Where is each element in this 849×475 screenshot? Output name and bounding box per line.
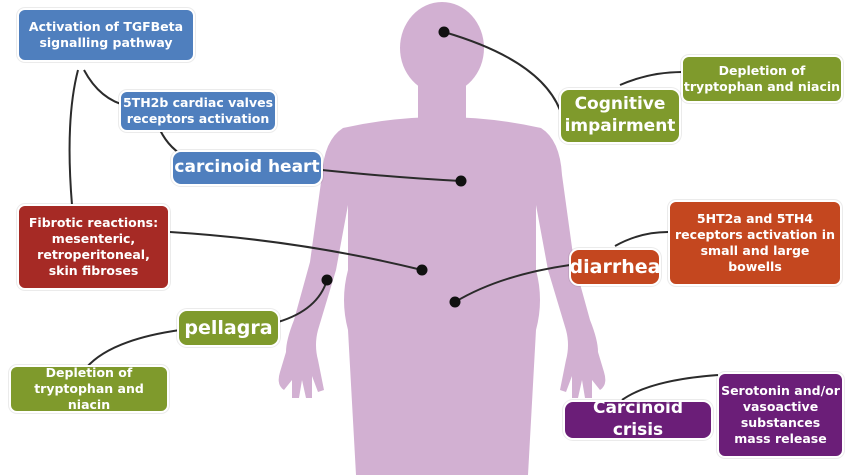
label-gut-receptors: 5HT2a and 5TH4 receptors activation in s… xyxy=(668,200,842,286)
dot-head xyxy=(439,27,450,38)
dot-heart xyxy=(456,176,467,187)
connector-fibrotic-tgf xyxy=(70,70,78,205)
label-carcinoid-heart: carcinoid heart xyxy=(171,150,323,186)
label-tgfbeta-activation: Activation of TGFBeta signalling pathway xyxy=(17,8,195,62)
label-depletion-left: Depletion of tryptophan and niacin xyxy=(9,365,169,413)
label-carcinoid-crisis: Carcinoid crisis xyxy=(563,400,713,440)
connector-crisis-serotonin xyxy=(622,375,718,400)
dot-mesentery xyxy=(417,265,428,276)
connector-cognitive-depletion xyxy=(620,72,682,85)
label-depletion-right: Depletion of tryptophan and niacin xyxy=(681,55,843,103)
human-body-silhouette xyxy=(279,2,606,475)
connector-pellagra-depletion xyxy=(86,330,180,368)
label-serotonin-release: Serotonin and/or vasoactive substances m… xyxy=(717,372,844,458)
label-diarrhea: diarrhea xyxy=(569,248,661,286)
dot-bowel xyxy=(450,297,461,308)
label-cognitive-impairment: Cognitive impairment xyxy=(559,88,681,144)
label-fibrotic-reactions: Fibrotic reactions: mesenteric, retroper… xyxy=(17,204,170,290)
dot-arm xyxy=(322,275,333,286)
connector-diarrhea-receptors xyxy=(615,232,668,246)
label-cardiac-valve-receptors: 5TH2b cardiac valves receptors activatio… xyxy=(119,90,277,132)
label-pellagra: pellagra xyxy=(177,309,280,347)
